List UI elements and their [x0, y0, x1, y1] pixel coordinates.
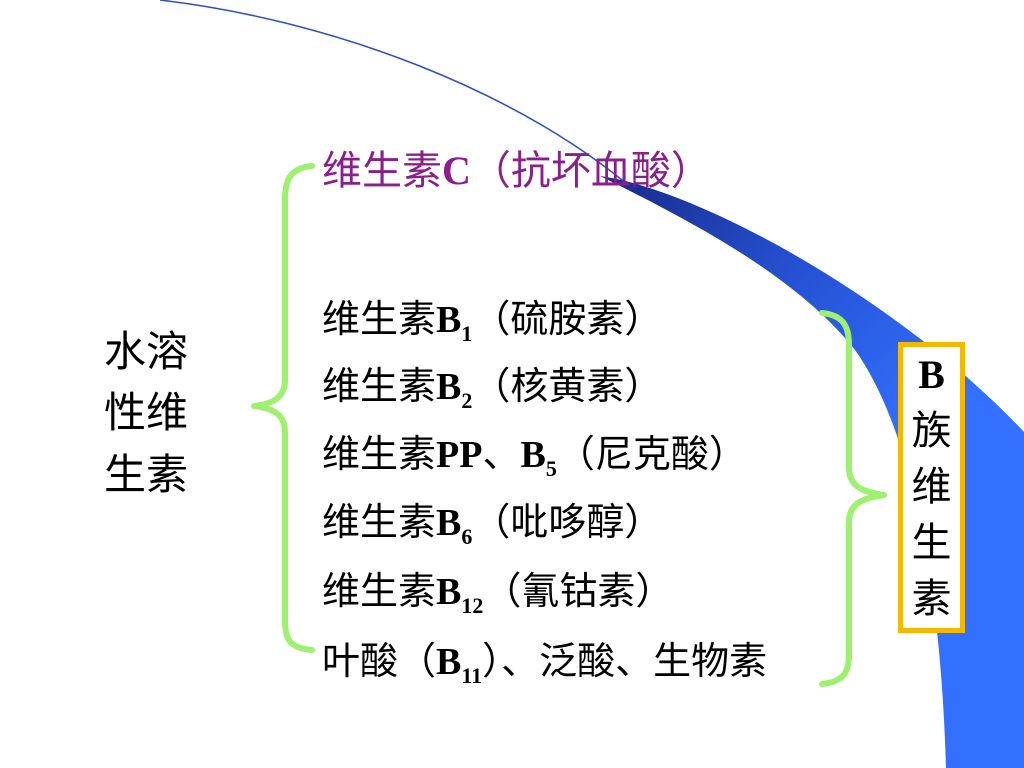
vitamin-c-title: 维生素C（抗坏血酸）	[322, 148, 711, 194]
vitamin-c-prefix: 维生素	[322, 148, 442, 194]
category-line-1: 水溶	[104, 327, 189, 376]
category-line-3: 生素	[104, 450, 189, 499]
group-char-1: 族	[911, 408, 952, 454]
list-item-pp-b5: 维生素PP、B5（尼克酸）	[322, 432, 747, 481]
item-name: （核黄素）	[472, 364, 663, 408]
item-name: （吡哆醇）	[472, 500, 663, 544]
item-prefix: 维生素	[322, 297, 437, 341]
list-item-b2: 维生素B2（核黄素）	[322, 364, 663, 413]
item-separator: 、	[482, 432, 521, 476]
item-subscript: 6	[461, 524, 473, 549]
group-letter: B	[918, 352, 945, 397]
category-line-2: 性维	[104, 388, 189, 437]
right-curly-brace	[819, 310, 887, 687]
list-item-b6: 维生素B6（吡哆醇）	[322, 500, 663, 549]
list-item-b12: 维生素B12（氰钴素）	[322, 569, 674, 618]
item-subscript: 11	[461, 663, 483, 688]
item-prefix: 维生素	[322, 432, 437, 476]
group-char-4: 素	[911, 576, 952, 622]
vitamin-c-name: （抗坏血酸）	[470, 148, 711, 194]
item-letter: B	[436, 571, 462, 613]
item-subscript: 1	[461, 321, 473, 346]
vitamin-c-letter: C	[442, 148, 471, 193]
item-prefix: 叶酸（	[322, 639, 437, 683]
left-curly-brace	[251, 163, 315, 653]
item-letter-2: B	[520, 434, 546, 476]
item-subscript: 12	[461, 593, 484, 618]
list-item-folic-acid: 叶酸（B11）、泛酸、生物素	[322, 639, 768, 688]
group-char-2: 维	[911, 464, 952, 510]
b-group-label-box: B 族 维 生 素	[898, 342, 965, 633]
item-name: （氰钴素）	[483, 569, 674, 613]
item-name: ）、泛酸、生物素	[482, 639, 768, 683]
item-subscript: 2	[461, 388, 473, 413]
group-char-3: 生	[911, 520, 952, 566]
item-letter: B	[436, 641, 462, 683]
item-letter: B	[436, 299, 462, 341]
item-prefix: 维生素	[322, 569, 437, 613]
item-name: （硫胺素）	[472, 297, 663, 341]
item-letter: B	[436, 502, 462, 544]
item-letter: B	[436, 366, 462, 408]
item-prefix: 维生素	[322, 500, 437, 544]
swoosh-thin-line	[159, 0, 641, 196]
list-item-b1: 维生素B1（硫胺素）	[322, 297, 663, 346]
item-subscript: 5	[545, 456, 557, 481]
item-letter: PP	[436, 434, 483, 476]
item-prefix: 维生素	[322, 364, 437, 408]
item-name: （尼克酸）	[556, 432, 747, 476]
